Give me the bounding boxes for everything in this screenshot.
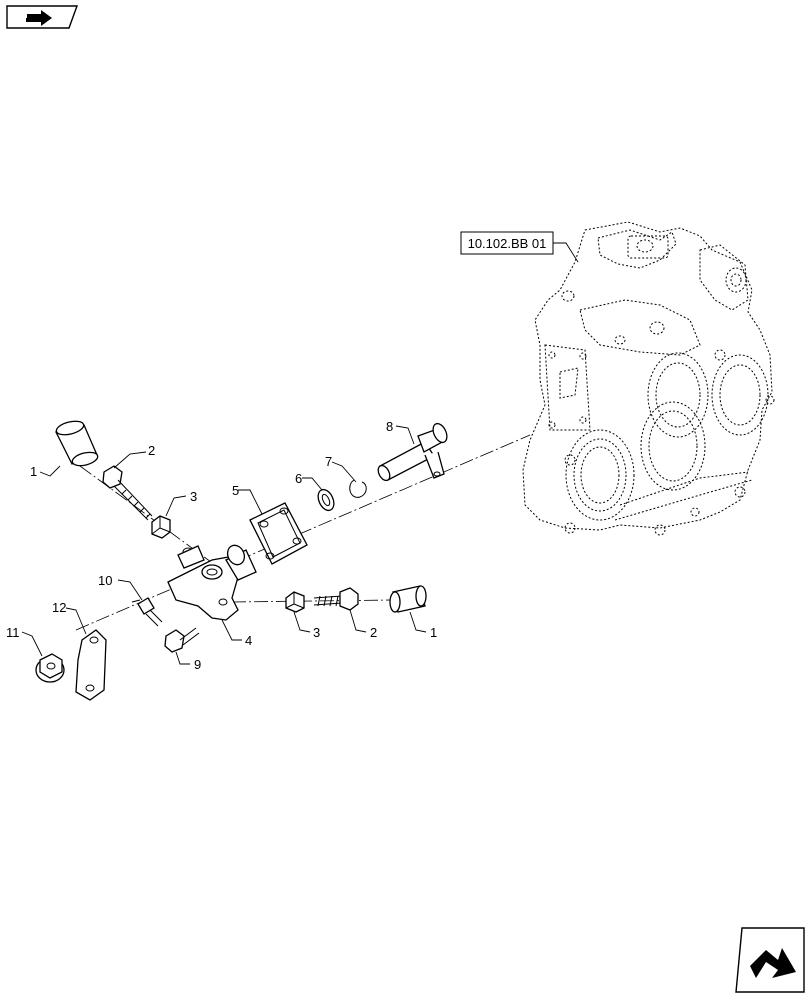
callout-10: 10: [98, 573, 112, 588]
centerline-lower: [231, 599, 394, 603]
callout-2-lower: 2: [370, 625, 377, 640]
part-lever-plate: [75, 629, 107, 701]
callout-5: 5: [232, 483, 239, 498]
next-arrow-icon[interactable]: [735, 927, 805, 993]
part-washer: [317, 488, 335, 512]
callout-4: 4: [245, 633, 252, 648]
part-gasket: [249, 502, 308, 565]
part-flange-nut: [35, 653, 65, 683]
part-bracket: [167, 544, 257, 621]
part-sleeve-upper: [55, 420, 99, 467]
back-arrow-icon[interactable]: [6, 5, 78, 29]
callout-1-lower: 1: [430, 625, 437, 640]
callout-labels: 1 2 3 5 6 7 8 10 12 11 9 4 3 2 1: [6, 419, 437, 672]
callout-1-upper: 1: [30, 464, 37, 479]
part-hex-bolt: [164, 627, 200, 653]
part-sleeve-lower: [389, 585, 427, 613]
callout-2-upper: 2: [148, 443, 155, 458]
reference-label: 10.102.BB 01: [468, 236, 547, 251]
callout-9: 9: [194, 657, 201, 672]
part-shaft: [377, 422, 448, 482]
callout-7: 7: [325, 454, 332, 469]
part-bolt-lower: [313, 587, 359, 611]
part-snap-ring: [349, 479, 367, 498]
callout-3-lower: 3: [313, 625, 320, 640]
part-bolt-upper: [102, 465, 153, 521]
leader-lines: [21, 425, 427, 665]
part-pin: [131, 597, 163, 627]
callout-11: 11: [6, 625, 20, 640]
callout-12: 12: [52, 600, 66, 615]
gear-housing: [522, 221, 775, 536]
part-nut-lower: [285, 591, 305, 613]
reference-box[interactable]: 10.102.BB 01: [460, 231, 579, 263]
part-nut-upper: [151, 515, 171, 539]
callout-6: 6: [295, 471, 302, 486]
callout-8: 8: [386, 419, 393, 434]
centerline-upper: [75, 434, 531, 631]
callout-3-upper: 3: [190, 489, 197, 504]
